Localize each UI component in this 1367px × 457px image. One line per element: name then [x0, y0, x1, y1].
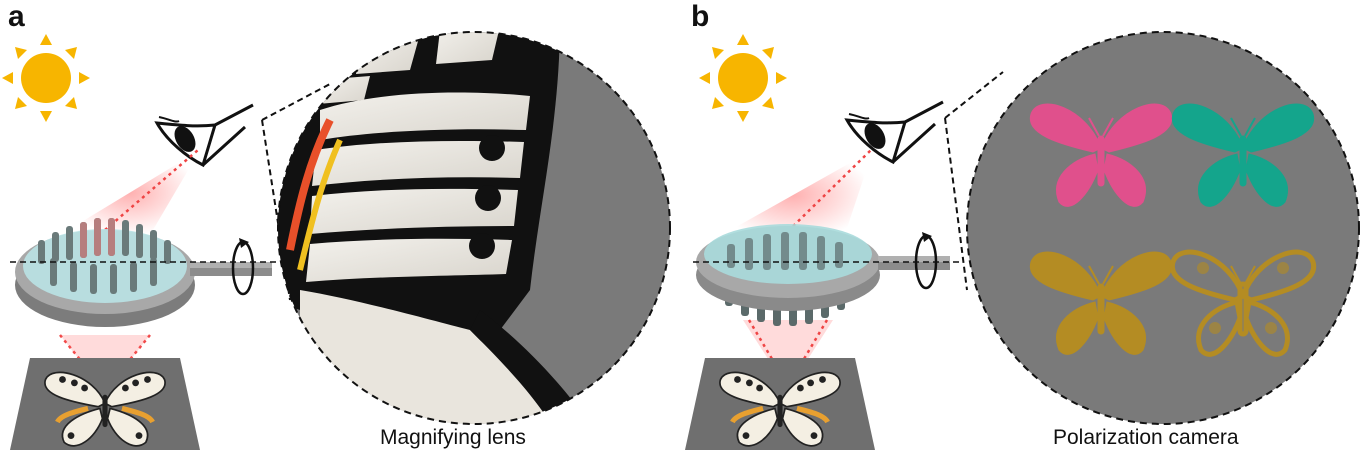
magnified-view-a	[278, 32, 670, 424]
sample-sheet	[685, 358, 875, 450]
panel-b: b	[683, 0, 1366, 457]
panel-label-a: a	[8, 0, 25, 33]
panel-a: a	[0, 0, 683, 457]
caption-polarization-camera: Polarization camera	[1053, 426, 1239, 449]
rotation-arrow-icon	[231, 238, 255, 296]
sun-icon	[2, 34, 90, 122]
butterfly-icon	[44, 371, 166, 447]
butterfly-icon	[719, 371, 841, 447]
metalens	[693, 224, 963, 326]
panel-b-illustration	[685, 31, 1360, 450]
sun-icon	[699, 34, 787, 122]
butterfly-icon	[1172, 252, 1313, 354]
sample-sheet	[10, 358, 200, 450]
metalens	[10, 218, 290, 327]
rotation-arrow-icon	[914, 232, 938, 290]
panel-label-b: b	[691, 0, 710, 33]
eye-icon	[155, 103, 255, 167]
eye-icon	[845, 100, 945, 164]
caption-magnifying-lens: Magnifying lens	[380, 426, 526, 449]
zoom-callout	[944, 71, 1004, 291]
polarization-view	[967, 32, 1359, 424]
panel-a-illustration	[2, 31, 671, 450]
